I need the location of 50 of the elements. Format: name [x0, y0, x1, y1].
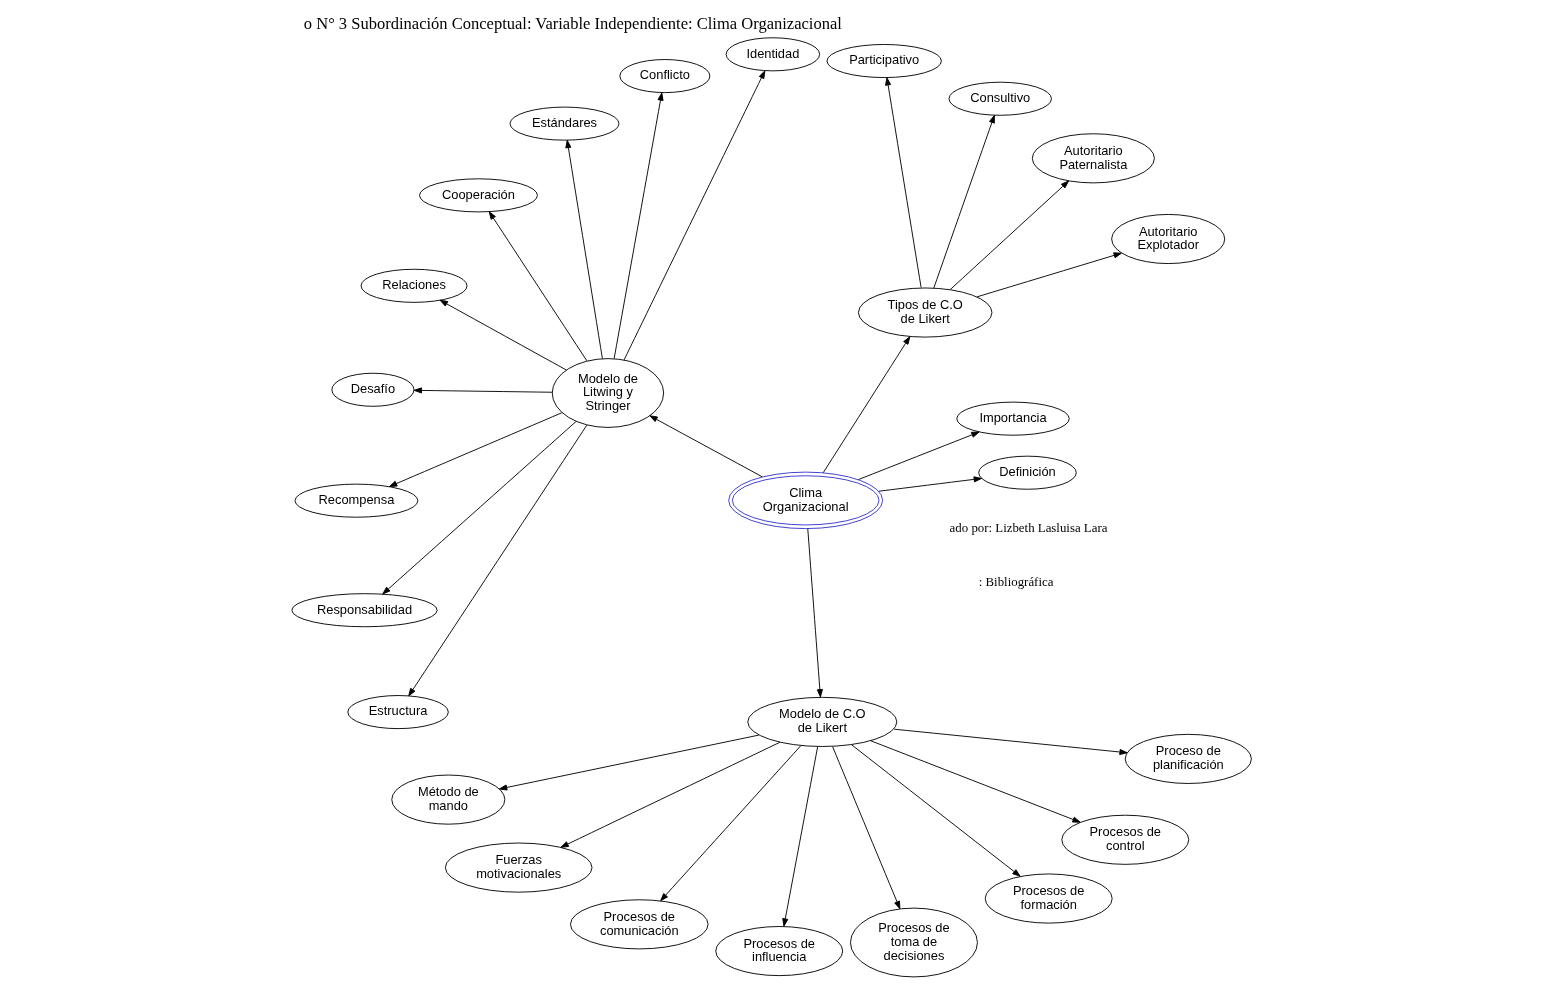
- node-ellipse: Procesos de influencia: [715, 926, 844, 977]
- arrow: [851, 744, 1021, 877]
- arrow: [499, 734, 760, 791]
- arrow: [382, 420, 577, 595]
- node-ellipse: Estándares: [509, 106, 620, 141]
- arrow: [488, 211, 588, 362]
- node-ellipse: Autoritario Paternalista: [1031, 133, 1155, 184]
- node-ellipse: Estructura: [347, 695, 449, 730]
- arrow: [560, 741, 781, 848]
- arrow: [949, 180, 1069, 290]
- arrow: [408, 424, 588, 697]
- arrow: [439, 299, 567, 371]
- arrow: [565, 139, 603, 360]
- node-ellipse: Proceso de planificación: [1124, 733, 1252, 784]
- arrow: [893, 728, 1128, 756]
- node-ellipse: Responsabilidad: [291, 593, 438, 628]
- arrow: [660, 745, 802, 902]
- arrow: [933, 114, 995, 289]
- arrow: [878, 476, 982, 492]
- arrow: [832, 746, 901, 910]
- arrow: [858, 431, 980, 480]
- arrow: [822, 336, 911, 474]
- node-ellipse: Identidad: [725, 37, 821, 72]
- node-ellipse: Participativo: [826, 44, 942, 78]
- arrow: [389, 412, 563, 487]
- node-ellipse: Definición: [978, 455, 1077, 490]
- node-ellipse: Desafío: [331, 372, 415, 407]
- node-ellipse: Consultivo: [948, 81, 1052, 116]
- node-ellipse: Modelo de C.O de Likert: [747, 696, 898, 747]
- arrow: [807, 528, 823, 698]
- arrow: [413, 387, 553, 394]
- arrow: [870, 740, 1081, 823]
- node-ellipse: Procesos de toma de decisiones: [850, 907, 978, 978]
- arrow: [649, 415, 763, 478]
- arrow: [613, 92, 664, 359]
- label: ado por: Lizbeth Lasluisa Lara: [949, 520, 1108, 535]
- node-ellipse: Procesos de formación: [984, 873, 1113, 924]
- node-ellipse: Modelo de Litwing y Stringer: [551, 358, 665, 428]
- node-ellipse: Recompensa: [294, 483, 419, 518]
- arrow: [885, 77, 922, 288]
- node-ellipse: Procesos de comunicación: [570, 899, 709, 950]
- arrow: [976, 252, 1122, 298]
- node-ellipse: Tipos de C.O de Likert: [857, 287, 993, 338]
- node-ellipse: Conflicto: [619, 59, 711, 94]
- node-ellipse: Cooperación: [419, 178, 538, 213]
- arrow: [782, 746, 819, 927]
- arrow: [623, 70, 766, 361]
- node-ellipse: Relaciones: [360, 268, 468, 303]
- label: : Bibliográfica: [978, 574, 1054, 589]
- diagram-title: o N° 3 Subordinación Conceptual: Variable Independiente: Clima Organizacional: [303, 13, 842, 33]
